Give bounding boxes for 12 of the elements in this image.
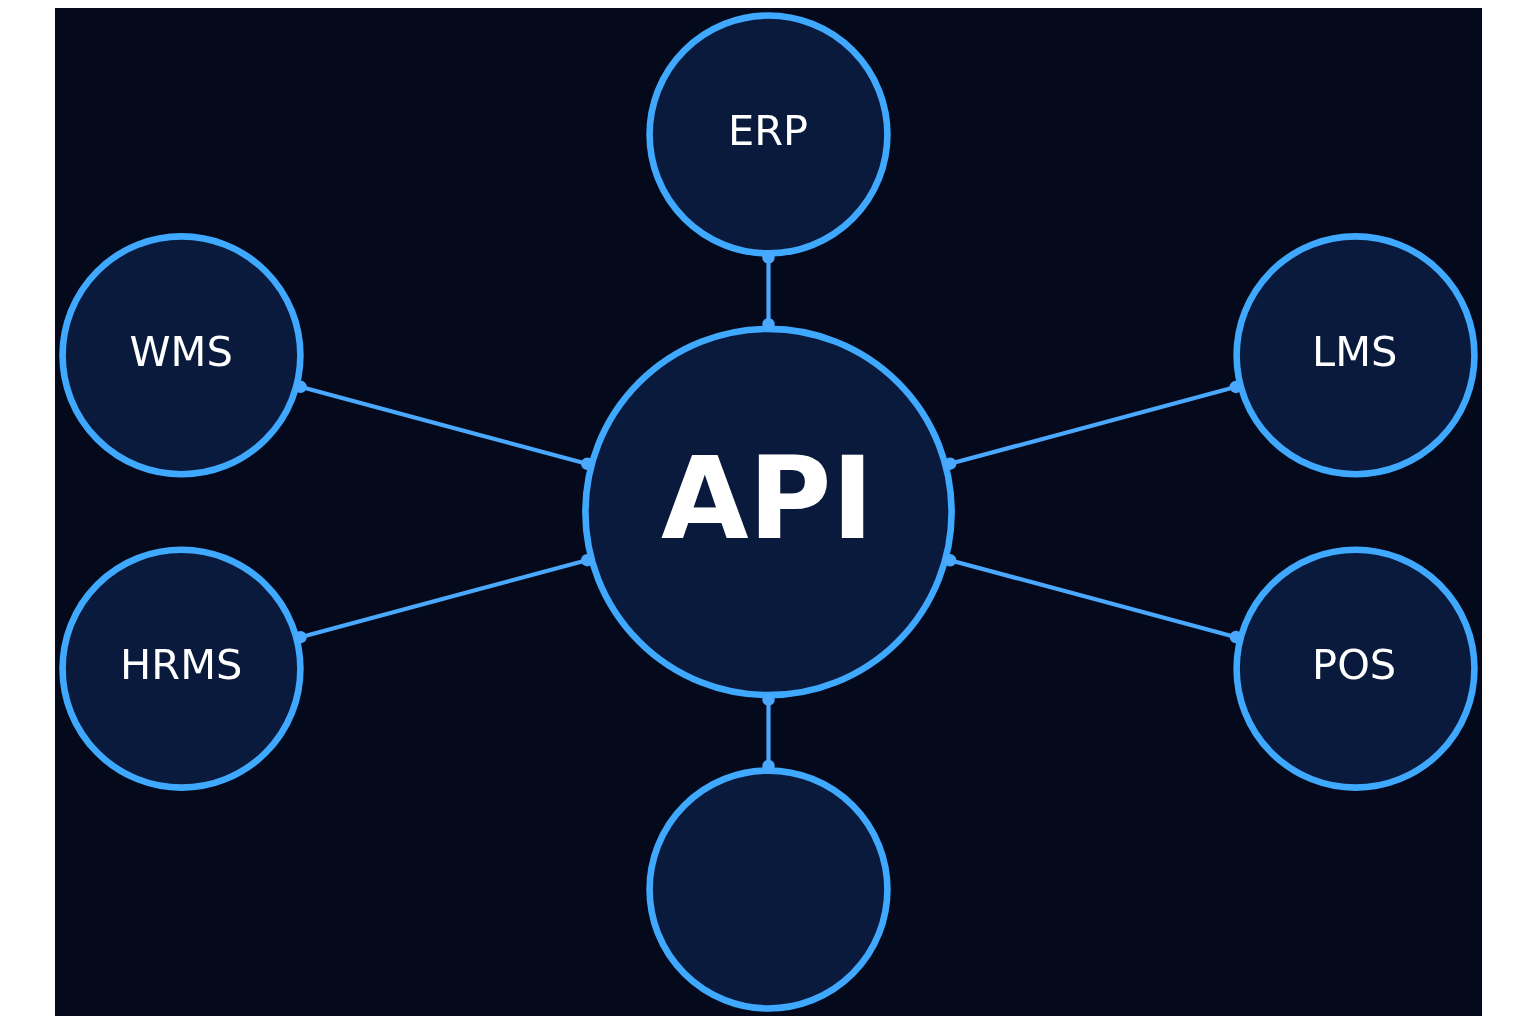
node-circle: HRMS — [58, 546, 304, 791]
node-circle: WMS — [58, 233, 304, 478]
node-circle: ERP — [645, 12, 891, 257]
connector — [761, 251, 775, 331]
node-circle: POS — [1232, 546, 1478, 791]
node-circle: LMS — [1232, 233, 1478, 478]
connector — [943, 554, 1242, 644]
connector — [293, 553, 593, 644]
connector — [293, 380, 593, 471]
node-circle — [645, 767, 891, 1012]
connector — [943, 380, 1242, 470]
connector — [761, 693, 775, 773]
